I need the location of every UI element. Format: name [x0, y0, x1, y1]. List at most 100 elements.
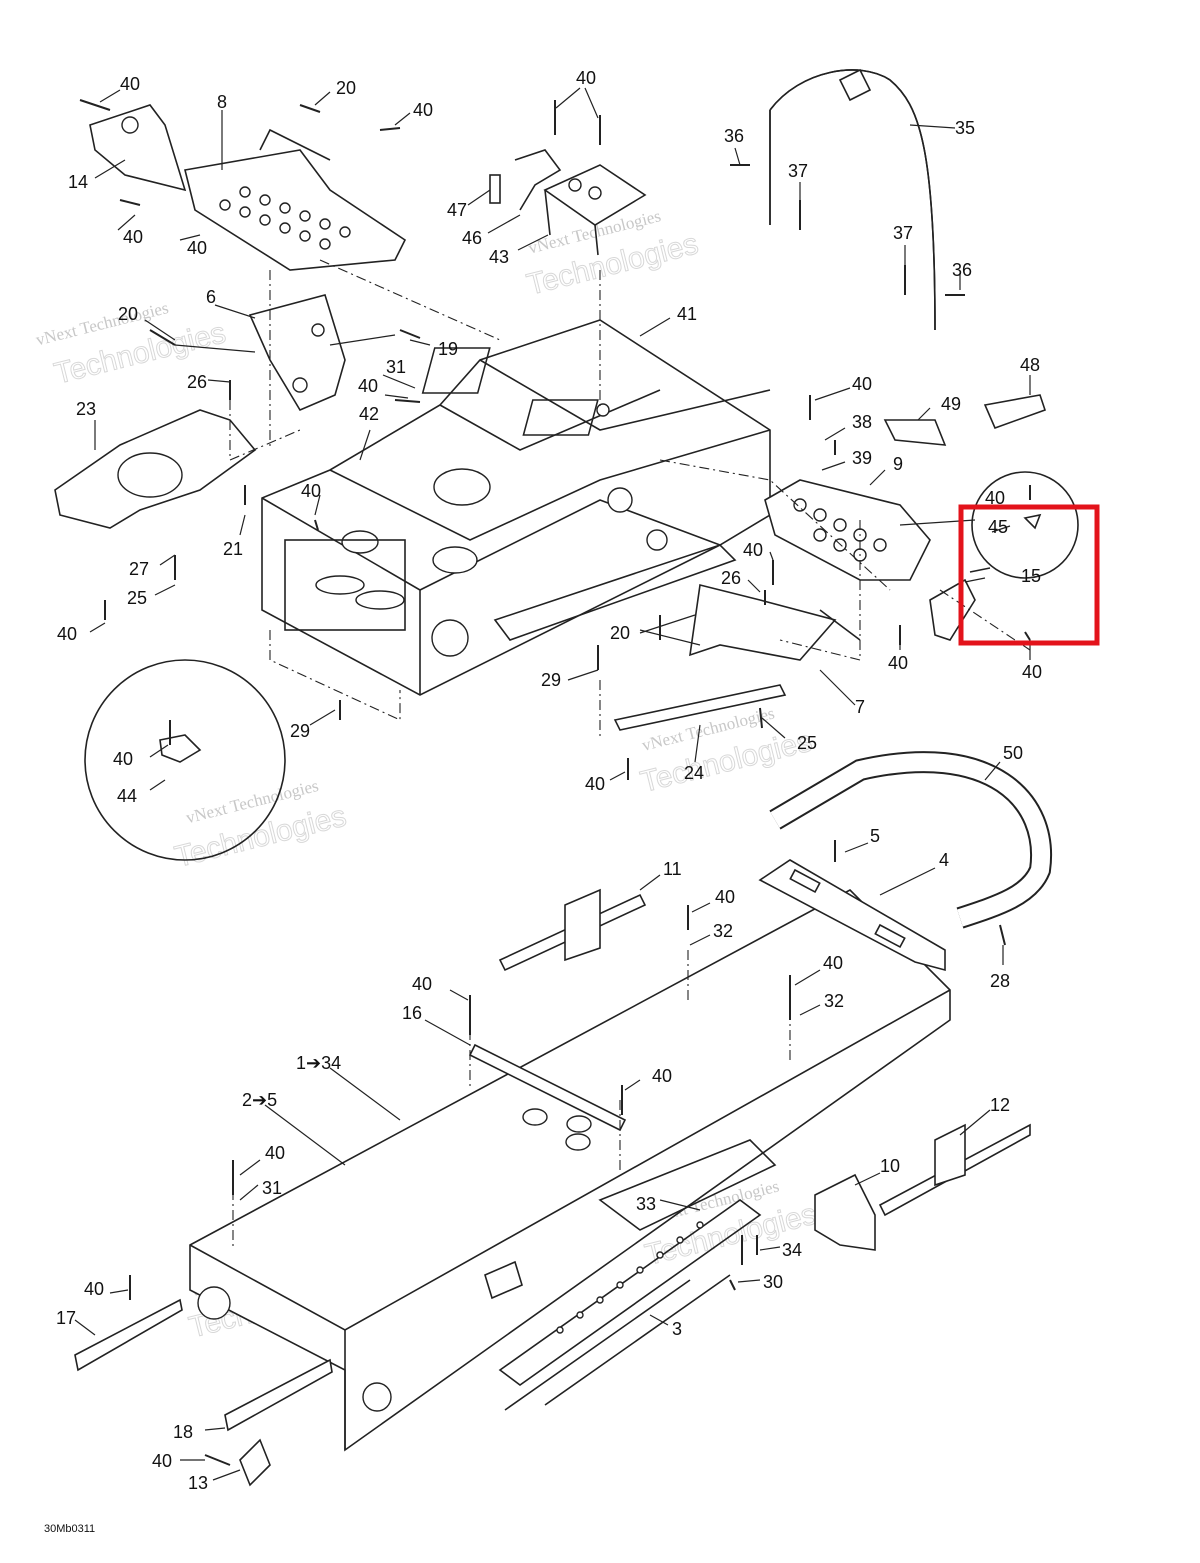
callout-label: 21	[223, 539, 243, 559]
callout-label: 23	[76, 399, 96, 419]
callout-label: 9	[893, 454, 903, 474]
highlight-box-part-15	[958, 504, 1100, 646]
part-7-arm	[689, 584, 861, 661]
part-6-steering-bracket	[248, 294, 346, 412]
drawing-code: 30Mb0311	[44, 1523, 95, 1535]
callout-label: 40	[852, 374, 872, 394]
callout-label: 1➔34	[296, 1053, 341, 1073]
part-43-bracket	[489, 149, 647, 256]
callout-label: 11	[663, 859, 682, 879]
callout-label: 39	[852, 448, 872, 468]
callout-label: 13	[188, 1473, 208, 1493]
callout-label: 32	[824, 991, 844, 1011]
callout-label: 40	[84, 1279, 104, 1299]
callout-label: 32	[713, 921, 733, 941]
callout-label: 40	[412, 974, 432, 994]
callout-label: 6	[206, 287, 216, 307]
callout-label: 46	[462, 228, 482, 248]
callout-label: 20	[118, 304, 138, 324]
callout-label: 41	[677, 304, 697, 324]
callout-label: 40	[123, 227, 143, 247]
part-13-plate	[239, 1438, 271, 1487]
part-3-runner	[504, 1274, 731, 1411]
part-8-skid-plate	[184, 128, 407, 271]
callout-label: 50	[1003, 743, 1023, 763]
callout-label: 10	[880, 1156, 900, 1176]
part-24-rail	[613, 684, 787, 731]
callout-label: 31	[262, 1178, 282, 1198]
callout-label: 40	[585, 774, 605, 794]
callout-label: 43	[489, 247, 509, 267]
callout-label: 27	[129, 559, 149, 579]
callout-label: 33	[636, 1194, 656, 1214]
callout-label: 26	[187, 372, 207, 392]
callout-label: 38	[852, 412, 872, 432]
callout-label: 25	[797, 733, 817, 753]
callout-label: 40	[413, 100, 433, 120]
callout-label: 7	[855, 697, 865, 717]
callout-label: 40	[120, 74, 140, 94]
callout-label: 30	[763, 1272, 783, 1292]
callout-label: 26	[721, 568, 741, 588]
callout-label: 40	[576, 68, 596, 88]
callout-label: 37	[788, 161, 808, 181]
callout-label: 48	[1020, 355, 1040, 375]
part-17-angle	[74, 1298, 183, 1372]
callout-label: 4	[939, 850, 949, 870]
callout-label: 40	[823, 953, 843, 973]
callout-label: 29	[541, 670, 561, 690]
callout-label: 40	[888, 653, 908, 673]
callout-label: 29	[290, 721, 310, 741]
tunnel-assembly	[189, 889, 951, 1452]
callout-label: 37	[893, 223, 913, 243]
detail-circle-45	[971, 471, 1079, 579]
callout-label: 36	[952, 260, 972, 280]
part-14-bracket	[89, 104, 187, 192]
callout-label: 44	[117, 786, 137, 806]
callout-label: 17	[56, 1308, 76, 1328]
part-49-bracket	[883, 419, 947, 446]
callout-label: 40	[265, 1143, 285, 1163]
front-frame-assembly	[261, 319, 771, 696]
part-48-bracket	[983, 394, 1047, 430]
callout-label: 31	[386, 357, 406, 377]
leader-lines	[74, 87, 1031, 1481]
part-12-bracket	[878, 1123, 1031, 1217]
part-4-plate	[758, 859, 946, 972]
callout-label: 40	[358, 376, 378, 396]
callout-label: 40	[187, 238, 207, 258]
callout-label: 40	[1022, 662, 1042, 682]
callout-label: 45	[988, 517, 1008, 537]
callout-label: 40	[113, 749, 133, 769]
callout-label: 5	[870, 826, 880, 846]
callout-label: 40	[301, 481, 321, 501]
callout-label: 14	[68, 172, 88, 192]
callout-label: 12	[990, 1095, 1010, 1115]
callout-label: 49	[941, 394, 961, 414]
callout-label: 47	[447, 200, 467, 220]
callout-label: 35	[955, 118, 975, 138]
callout-label: 40	[152, 1451, 172, 1471]
callout-label: 40	[985, 488, 1005, 508]
callout-label: 40	[715, 887, 735, 907]
callout-label: 40	[57, 624, 77, 644]
part-18-angle	[224, 1358, 333, 1432]
callout-label: 28	[990, 971, 1010, 991]
callout-label: 19	[438, 339, 458, 359]
callout-labels: 40 8 20 40 14 40 40 40 47 46 43 36 35 37…	[56, 68, 1042, 1493]
assembly-lines	[229, 259, 1031, 1250]
callout-label: 3	[672, 1319, 682, 1339]
callout-label: 40	[743, 540, 763, 560]
part-9-front-plate	[764, 479, 931, 581]
callout-label: 20	[610, 623, 630, 643]
callout-label: 34	[782, 1240, 802, 1260]
callout-label: 20	[336, 78, 356, 98]
callout-label: 42	[359, 404, 379, 424]
callout-label: 36	[724, 126, 744, 146]
callout-label: 2➔5	[242, 1090, 277, 1110]
callout-label: 15	[1021, 566, 1041, 586]
callout-label: 40	[652, 1066, 672, 1086]
part-23-cover	[54, 409, 257, 529]
